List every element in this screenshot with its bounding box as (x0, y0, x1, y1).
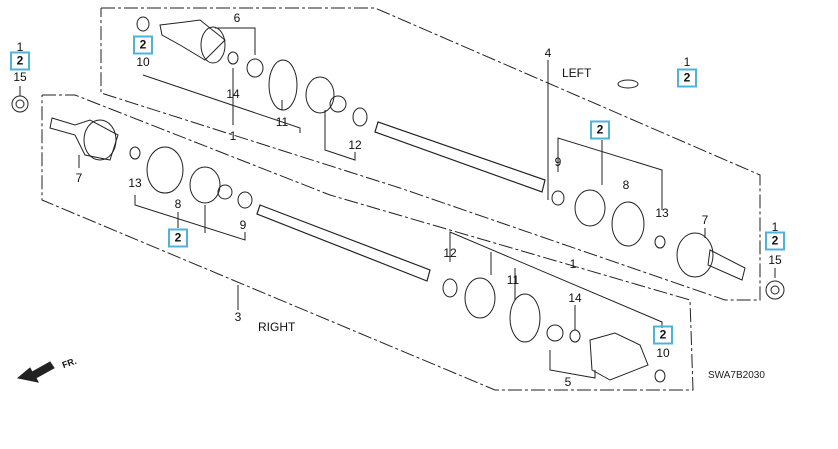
callout-9: 9 (239, 218, 247, 232)
callout-10: 10 (656, 346, 670, 360)
callout-11: 11 (506, 273, 520, 287)
callout-10: 10 (136, 55, 150, 69)
diagram-code: SWA7B2030 (708, 370, 765, 381)
callout-2-link[interactable]: 2 (590, 120, 610, 140)
callout-9: 9 (554, 155, 562, 169)
callout-15: 15 (768, 253, 782, 267)
callout-7: 7 (75, 171, 83, 185)
callout-14: 14 (226, 87, 240, 101)
callout-1: 1 (569, 257, 577, 271)
parts (11, 16, 785, 383)
callout-5: 5 (564, 375, 572, 389)
left-side-label: LEFT (562, 66, 592, 80)
callout-12: 12 (348, 138, 362, 152)
right-side-label: RIGHT (258, 320, 296, 334)
callout-2-link[interactable]: 2 (653, 325, 673, 345)
callout-6: 6 (233, 11, 241, 25)
callout-2-link[interactable]: 2 (677, 68, 697, 88)
callout-13: 13 (655, 206, 669, 220)
callout-8: 8 (622, 178, 630, 192)
left-assembly-outline (100, 7, 761, 301)
leader-lines (19, 27, 776, 379)
callout-2-link[interactable]: 2 (765, 231, 785, 251)
front-arrow-icon (16, 361, 55, 383)
shafts (256, 121, 546, 282)
callout-1: 1 (683, 55, 691, 69)
callout-4: 4 (544, 46, 552, 60)
callout-2-link[interactable]: 2 (10, 51, 30, 71)
callout-3: 3 (234, 310, 242, 324)
callout-1: 1 (16, 40, 24, 54)
callout-12: 12 (443, 246, 457, 260)
callout-11: 11 (275, 115, 289, 129)
callout-7: 7 (701, 213, 709, 227)
right-assembly-outline (41, 94, 694, 391)
callout-8: 8 (174, 197, 182, 211)
callout-1: 1 (771, 220, 779, 234)
callout-2-link[interactable]: 2 (168, 228, 188, 248)
callout-13: 13 (128, 176, 142, 190)
callout-1: 1 (229, 129, 237, 143)
callout-14: 14 (568, 291, 582, 305)
callout-15: 15 (13, 70, 27, 84)
callout-2-link[interactable]: 2 (133, 35, 153, 55)
